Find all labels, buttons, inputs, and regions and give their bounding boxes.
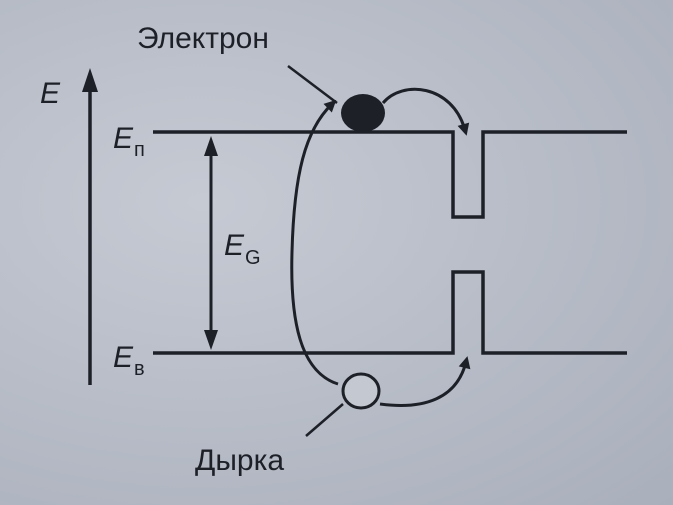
band-gap-label: EG: [224, 229, 261, 269]
conduction-band-subscript: п: [134, 139, 145, 161]
electron-hop-arrow: [381, 87, 470, 136]
valence-band-line: [153, 270, 627, 355]
hole-hop-arrow: [379, 356, 471, 407]
hole-leader-line: [305, 403, 344, 437]
band-gap-arrowhead-top: [204, 136, 218, 156]
valence-band-label: Eв: [113, 341, 145, 380]
conduction-band-label: Eп: [113, 122, 145, 161]
energy-axis-arrowhead: [82, 68, 98, 92]
valence-band-subscript: в: [134, 358, 145, 380]
excitation-curved-arrow: [290, 99, 339, 386]
electron-particle: [341, 94, 385, 132]
energy-axis-label: E: [40, 77, 61, 110]
band-gap-subscript: G: [245, 247, 261, 269]
conduction-band-line: [153, 130, 627, 219]
hole-particle: [341, 372, 381, 410]
electron-label: Электрон: [137, 22, 269, 55]
hole-label: Дырка: [195, 444, 284, 477]
electron-leader-line: [287, 65, 338, 104]
band-gap-arrowhead-bottom: [204, 330, 218, 350]
